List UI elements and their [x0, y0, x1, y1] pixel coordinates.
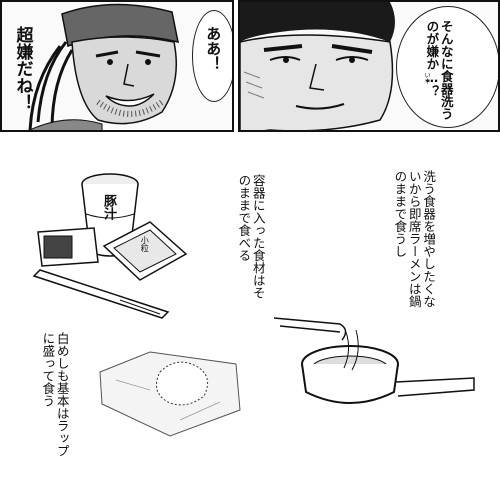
pack-label: おかず	[74, 232, 84, 256]
tofu-pack-icon	[102, 221, 188, 281]
panel-bandana-man: 超嫌だね！ ああ！	[0, 0, 234, 132]
speech-bubble	[192, 10, 232, 102]
caption-containers: 容器に入った食材はそのままで食べる	[236, 174, 266, 299]
question-text: そんなに食器洗うのが嫌か…？	[424, 20, 454, 120]
caption-ramen: 洗う食器を増やしたくないから即席ラーメンは鍋のままで食うし	[392, 170, 437, 308]
panel-serious-man: そんなに食器洗うのが嫌か…？ いや	[238, 0, 500, 132]
question-bubble	[396, 6, 498, 128]
shout-text: 超嫌だね！	[12, 26, 33, 111]
chopsticks-icon	[32, 269, 170, 319]
rice-on-wrap-icon	[99, 351, 241, 437]
bandana-man-illustration	[28, 3, 179, 130]
caption-rice: 白めしも基本はラップに盛って食う	[40, 332, 70, 457]
cup-label: 豚汁	[100, 194, 116, 220]
tofu-label: 小粒	[140, 236, 150, 252]
speech-text: ああ！	[204, 26, 223, 71]
pot-icon	[273, 317, 475, 404]
ruby-text: いや	[423, 72, 430, 84]
side-dish-pack-icon	[37, 227, 99, 267]
serious-man-illustration	[240, 2, 395, 130]
